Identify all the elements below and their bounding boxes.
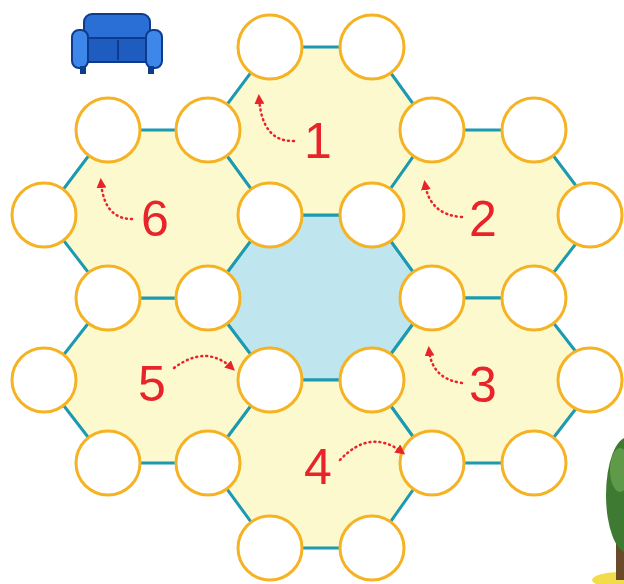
empty-circle xyxy=(76,98,140,162)
callout-number: 6 xyxy=(141,194,169,244)
tree-foliage xyxy=(610,448,624,492)
empty-circle xyxy=(176,98,240,162)
dotted-arrow xyxy=(259,98,294,141)
tree-foliage xyxy=(606,437,624,553)
empty-circle xyxy=(400,266,464,330)
callout-number: 3 xyxy=(469,360,497,410)
empty-circle xyxy=(176,266,240,330)
empty-circle xyxy=(12,348,76,412)
sofa-arm xyxy=(146,30,162,68)
empty-circle xyxy=(238,348,302,412)
dotted-arrow xyxy=(101,182,132,219)
empty-circle xyxy=(400,98,464,162)
empty-circle xyxy=(502,266,566,330)
hexagon xyxy=(44,130,270,298)
dotted-arrow xyxy=(174,356,232,368)
empty-circle xyxy=(502,98,566,162)
empty-circle xyxy=(340,516,404,580)
empty-circle xyxy=(400,431,464,495)
sofa-seat xyxy=(82,38,154,62)
empty-circle xyxy=(176,431,240,495)
empty-circle xyxy=(238,15,302,79)
empty-circle xyxy=(340,348,404,412)
sofa-arm xyxy=(72,30,88,68)
dotted-arrow xyxy=(340,442,402,460)
empty-circle xyxy=(340,15,404,79)
hexagon xyxy=(44,298,270,463)
empty-circle xyxy=(502,431,566,495)
sofa-leg xyxy=(148,66,154,74)
empty-circle xyxy=(558,348,622,412)
dotted-arrow xyxy=(429,350,462,383)
empty-circle xyxy=(340,183,404,247)
sofa-seam xyxy=(117,40,119,60)
empty-circle xyxy=(238,183,302,247)
callout-number: 4 xyxy=(304,442,332,492)
sofa-icon xyxy=(72,14,162,74)
empty-circle xyxy=(76,431,140,495)
empty-circle xyxy=(558,183,622,247)
callout-number: 2 xyxy=(469,194,497,244)
empty-circle xyxy=(12,183,76,247)
tree-picture xyxy=(592,437,624,584)
sofa-leg xyxy=(80,66,86,74)
empty-circle xyxy=(76,266,140,330)
dotted-arrow xyxy=(425,184,462,217)
callout-number: 5 xyxy=(138,359,166,409)
callout-number: 1 xyxy=(304,116,332,166)
empty-circle xyxy=(238,516,302,580)
